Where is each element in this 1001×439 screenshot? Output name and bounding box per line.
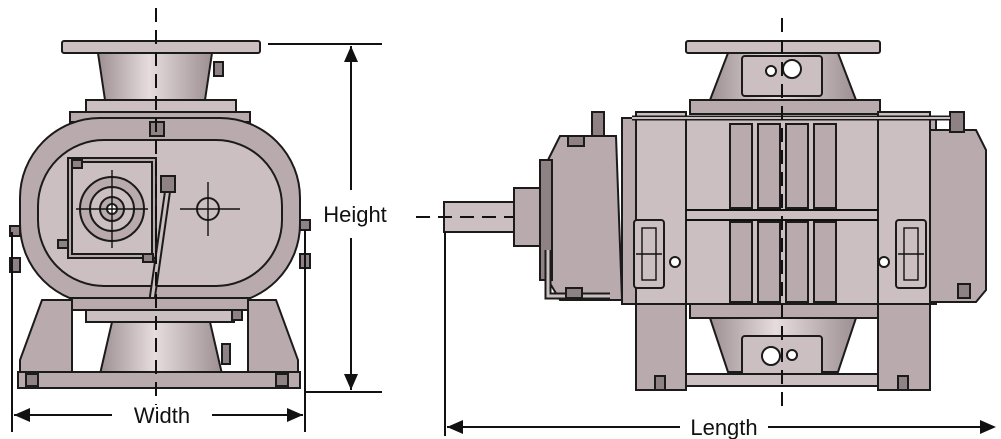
front-outlet-bolt <box>221 343 231 365</box>
side-left-plug <box>669 256 681 268</box>
front-lower-bolt <box>231 309 243 321</box>
width-dimension: Width <box>11 230 306 432</box>
front-lower-band <box>69 297 251 311</box>
front-base <box>17 371 301 389</box>
side-right-plug <box>878 256 890 268</box>
front-base-bolt-l <box>25 373 39 387</box>
front-plate-bolt-3 <box>142 253 154 263</box>
side-shaft-coupling <box>513 187 541 247</box>
front-right-bolt-1 <box>299 219 311 231</box>
side-top-plate <box>689 99 881 115</box>
side-end-fitting <box>949 111 965 133</box>
front-lower-plate <box>85 309 235 323</box>
height-label: Height <box>323 202 387 227</box>
front-upper-plate <box>85 99 237 113</box>
side-drain-plug <box>957 283 971 299</box>
side-end-cover <box>929 129 987 303</box>
side-lower-plate <box>689 303 881 319</box>
side-view <box>416 18 987 410</box>
front-base-bolt-r <box>275 373 289 387</box>
side-gear-fitting-2 <box>567 135 585 147</box>
length-dimension: Length <box>444 232 996 439</box>
front-left-bolt-2 <box>9 257 21 273</box>
front-oil-fitting <box>160 175 176 193</box>
side-gear-housing <box>547 135 624 301</box>
front-top-flange <box>61 40 261 54</box>
front-outlet-cone <box>98 321 224 375</box>
length-label: Length <box>690 415 757 439</box>
front-plate-bolt-2 <box>57 239 69 249</box>
width-label: Width <box>134 403 190 428</box>
front-inlet-bolt <box>213 61 224 77</box>
front-view <box>9 8 311 405</box>
side-gear-fitting <box>591 111 605 137</box>
front-plate-bolt <box>71 159 83 169</box>
height-dimension: Height <box>268 43 387 393</box>
front-right-foot <box>247 299 299 373</box>
front-left-foot <box>19 299 73 373</box>
front-left-bolt-1 <box>9 225 21 237</box>
